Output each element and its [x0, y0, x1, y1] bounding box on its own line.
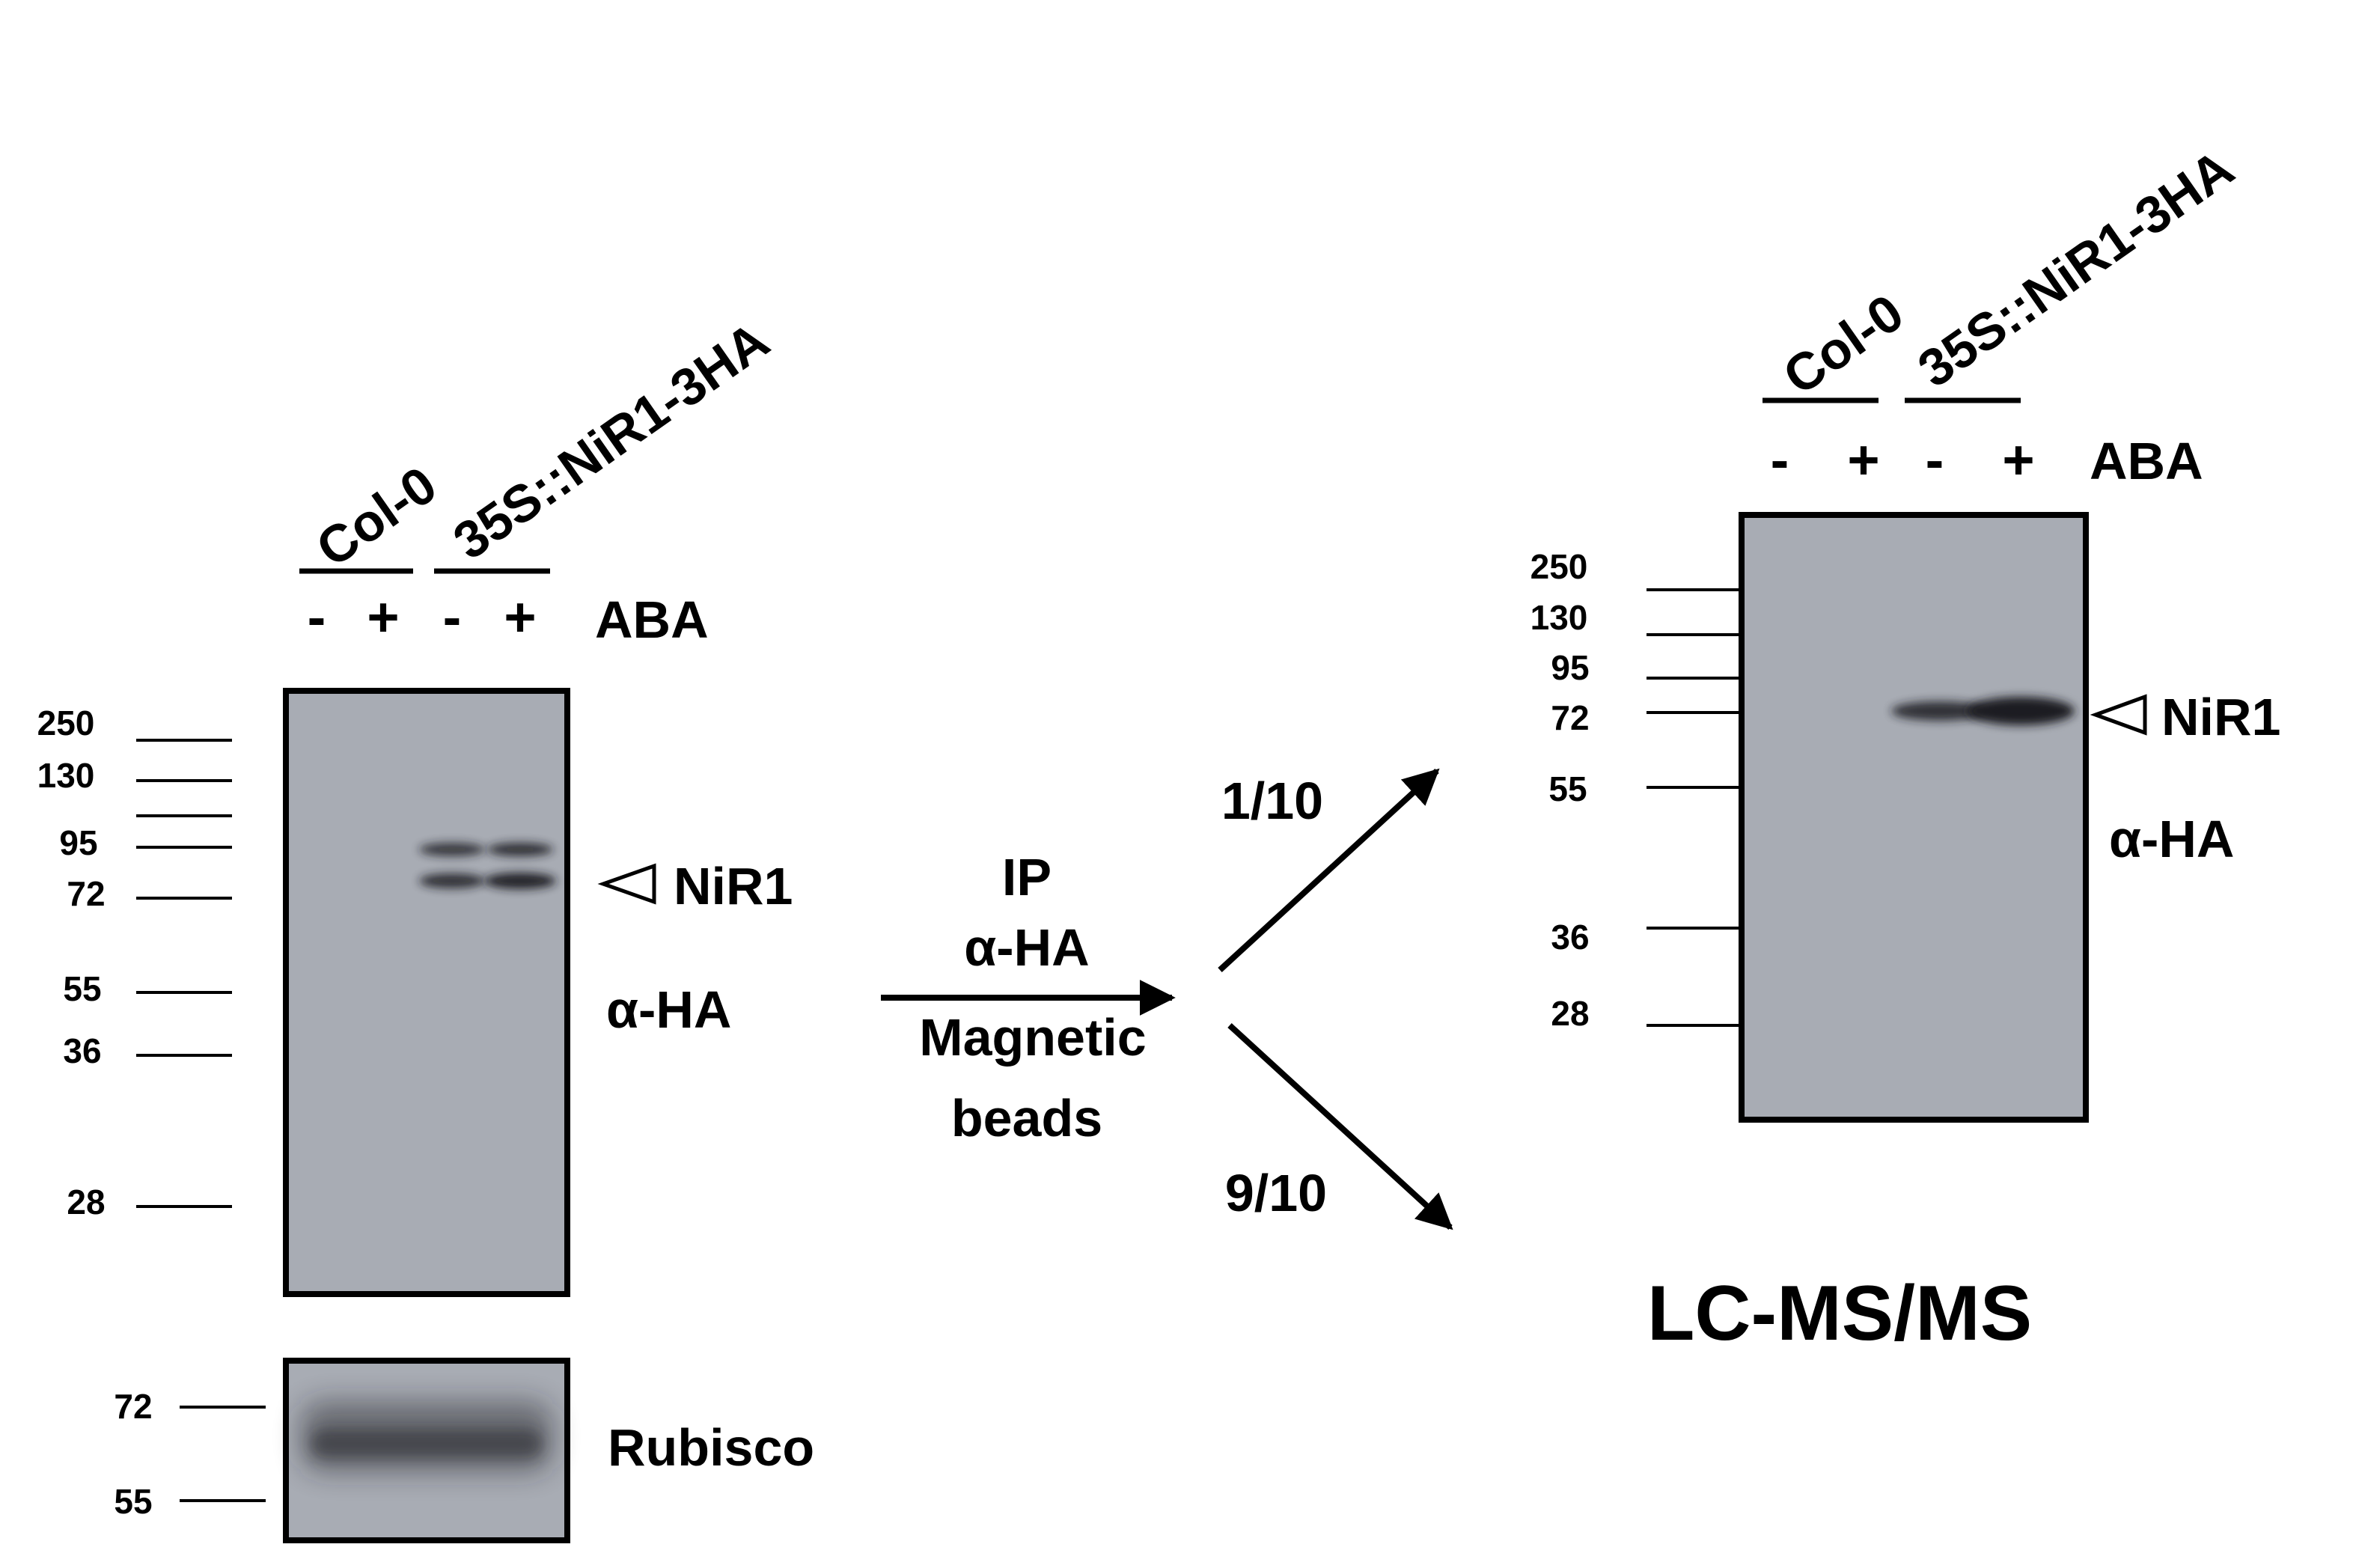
- right-blot-membrane: [1739, 512, 2089, 1123]
- left-lane2-aba-plus: +: [367, 586, 399, 648]
- right-lane1-aba-minus: -: [1771, 429, 1789, 491]
- left-group-transgenic-label: 35S::NiR1-3HA: [443, 311, 779, 570]
- ip-workflow: IP α-HA Magnetic beads 1/10 9/10: [881, 768, 1453, 1230]
- left-band-lane4-lower: [484, 873, 556, 889]
- right-marker-250: 250: [1530, 547, 1588, 586]
- left-marker-130: 130: [37, 756, 95, 795]
- left-band-lane3-upper: [419, 843, 485, 856]
- right-marker-72: 72: [1551, 698, 1589, 737]
- right-marker-55: 55: [1548, 769, 1587, 808]
- right-aba-label: ABA: [2090, 432, 2203, 490]
- right-lane3-aba-minus: -: [1926, 429, 1944, 491]
- left-marker-ladder: 250 130 95 72 55 36 28: [37, 704, 232, 1221]
- right-marker-130: 130: [1530, 598, 1588, 637]
- left-marker-55: 55: [63, 969, 101, 1008]
- right-antibody-label: α-HA: [2109, 810, 2234, 868]
- right-marker-ladder: 250 130 95 72 55 36 28: [1530, 547, 1742, 1033]
- right-nir1-label: NiR1: [2161, 688, 2280, 746]
- ip-antibody-label: α-HA: [964, 918, 1089, 977]
- ip-reagent-line2: beads: [951, 1089, 1102, 1147]
- rubisco-marker-55: 55: [114, 1482, 152, 1521]
- rubisco-label: Rubisco: [608, 1418, 814, 1477]
- fraction-lower-label: 9/10: [1225, 1164, 1327, 1222]
- left-aba-label: ABA: [595, 591, 709, 649]
- left-marker-36: 36: [63, 1031, 101, 1070]
- rubisco-marker-72: 72: [114, 1387, 152, 1426]
- ip-step-label: IP: [1002, 848, 1052, 906]
- right-group-transgenic-label: 35S::NiR1-3HA: [1908, 138, 2244, 398]
- left-group-control-label: Col-0: [306, 455, 447, 578]
- left-panel: Col-0 35S::NiR1-3HA - + - + ABA 250 130 …: [37, 311, 814, 1543]
- right-nir1-triangle-pointer-icon: [2090, 694, 2147, 736]
- split-arrow-lower: [1227, 1023, 1453, 1230]
- left-lane3-aba-minus: -: [443, 586, 462, 648]
- right-lane4-aba-plus: +: [2002, 429, 2034, 491]
- fraction-upper-label: 1/10: [1221, 772, 1323, 830]
- right-marker-36: 36: [1551, 918, 1589, 957]
- right-band-lane4: [1967, 697, 2075, 725]
- left-lane4-aba-plus: +: [504, 586, 536, 648]
- left-marker-250: 250: [37, 704, 95, 742]
- left-blot-membrane: [283, 688, 570, 1297]
- right-group-control-label: Col-0: [1773, 283, 1914, 406]
- right-marker-28: 28: [1551, 994, 1589, 1033]
- ip-reagent-line1: Magnetic: [919, 1008, 1146, 1067]
- right-panel: Col-0 35S::NiR1-3HA - + - + ABA 250 130 …: [1530, 138, 2281, 1357]
- left-nir1-label: NiR1: [674, 857, 793, 915]
- left-marker-95: 95: [59, 823, 97, 862]
- left-lane1-aba-minus: -: [308, 586, 326, 648]
- left-nir1-triangle-pointer-icon: [597, 863, 656, 905]
- left-band-lane4-upper: [487, 843, 553, 856]
- split-arrow-upper: [1218, 768, 1440, 972]
- left-marker-72: 72: [67, 874, 105, 913]
- left-band-lane3-lower: [419, 873, 485, 888]
- left-marker-28: 28: [67, 1183, 105, 1221]
- rubisco-band-core: [311, 1430, 543, 1458]
- right-marker-95: 95: [1551, 648, 1589, 687]
- right-lane2-aba-plus: +: [1847, 429, 1879, 491]
- right-band-lane3: [1891, 701, 1989, 721]
- lc-ms-ms-label: LC-MS/MS: [1647, 1270, 2032, 1357]
- rubisco-marker-ladder: 72 55: [114, 1387, 266, 1521]
- left-antibody-label: α-HA: [606, 980, 731, 1039]
